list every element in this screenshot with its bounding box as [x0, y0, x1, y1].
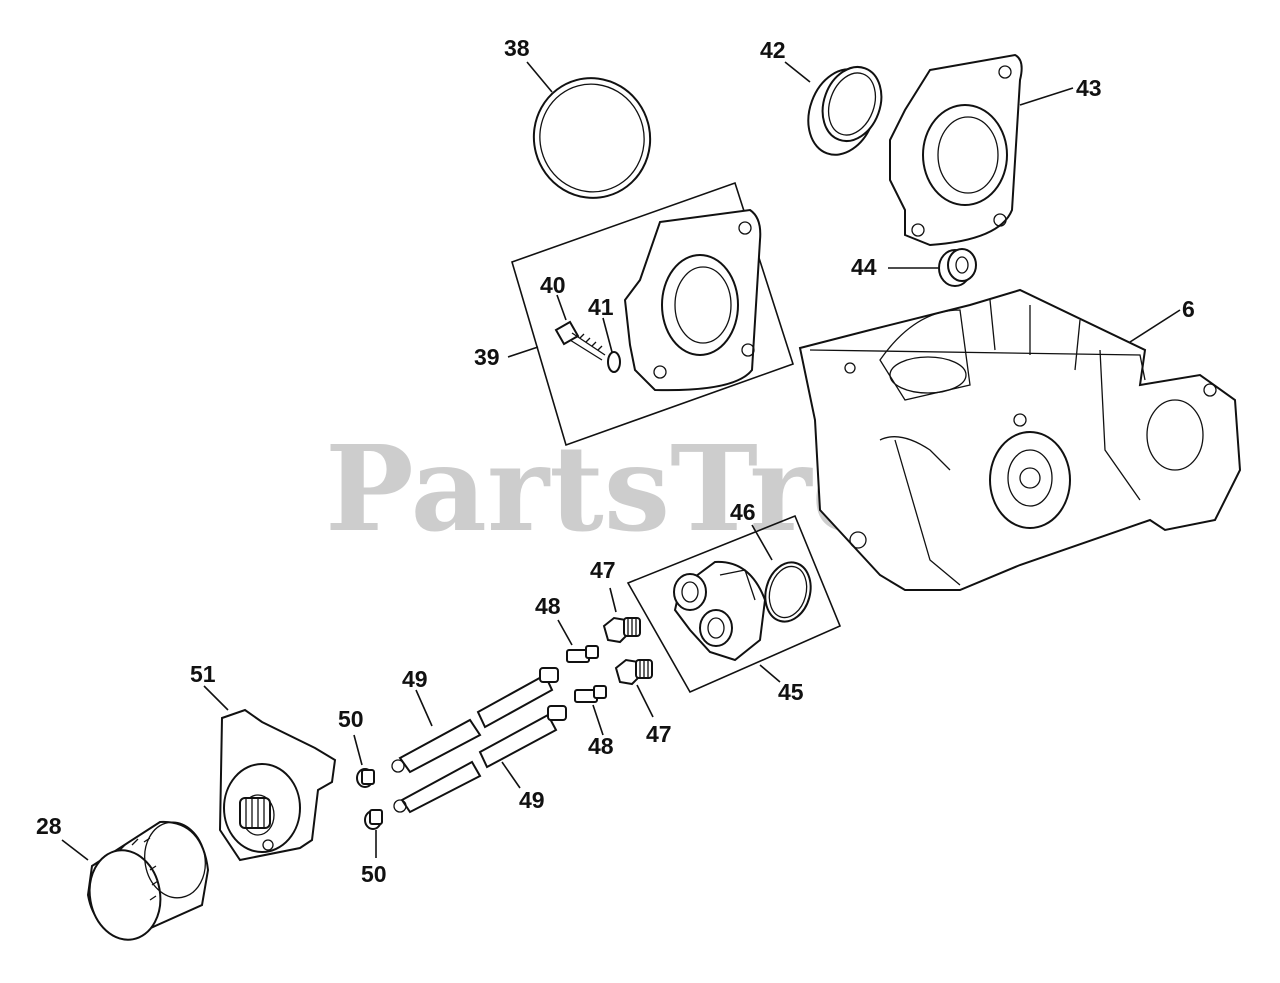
callout-50-upper: 50: [338, 706, 364, 732]
callout-28: 28: [36, 813, 62, 839]
part-38-oring: [532, 77, 652, 199]
part-49-hose-upper: [391, 667, 559, 774]
part-6-crankcase: [798, 288, 1242, 591]
callout-48-lower: 48: [588, 733, 614, 759]
part-42-bushing: [807, 66, 883, 156]
part-48-fitting-upper: [566, 645, 599, 663]
callout-50-lower: 50: [361, 861, 387, 887]
callout-47-lower: 47: [646, 721, 672, 747]
callout-39: 39: [474, 344, 500, 370]
callout-40: 40: [540, 272, 566, 298]
part-45-adapter-box: [626, 514, 842, 694]
part-51-filter-adapter: [218, 708, 337, 862]
callout-43: 43: [1076, 75, 1102, 101]
leader-lines: [61, 61, 1181, 861]
part-47-plug-upper: [602, 616, 641, 644]
callout-41: 41: [588, 294, 614, 320]
callout-38: 38: [504, 35, 530, 61]
callout-49-lower: 49: [519, 787, 545, 813]
part-50-plug-upper: [356, 768, 375, 788]
part-39-assembly-box: [511, 181, 794, 447]
callout-51: 51: [190, 661, 216, 687]
part-50-plug-lower: [364, 809, 383, 830]
part-44-bushing: [938, 248, 977, 287]
part-48-fitting-lower: [574, 685, 607, 703]
callout-6: 6: [1182, 296, 1195, 322]
part-28-oil-filter: [86, 820, 210, 941]
callout-48-upper: 48: [535, 593, 561, 619]
callout-46: 46: [730, 499, 756, 525]
callout-47-upper: 47: [590, 557, 616, 583]
callout-44: 44: [851, 254, 877, 280]
callout-45: 45: [778, 679, 804, 705]
part-49-hose-lower: [393, 705, 567, 814]
part-47-plug-lower: [614, 658, 653, 686]
part-43-bearing-plate: [889, 53, 1023, 247]
callout-42: 42: [760, 37, 786, 63]
callout-49-upper: 49: [402, 666, 428, 692]
